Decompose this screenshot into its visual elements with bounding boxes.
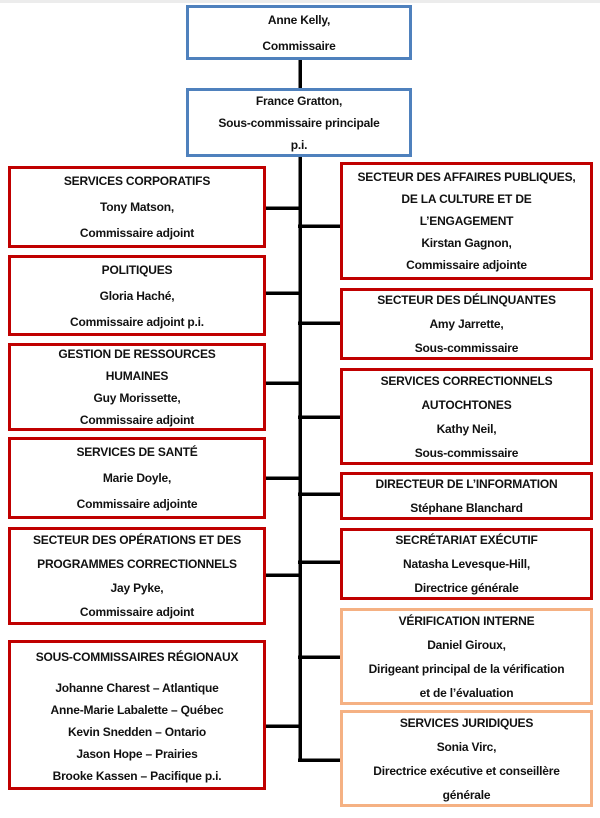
org-node-internal-audit: VÉRIFICATION INTERNE Daniel Giroux, Dirige…	[340, 608, 593, 705]
org-node-policy: POLITIQUES Gloria Haché, Commissaire adjoi…	[8, 255, 266, 336]
node-text-line: Kevin Snedden – Ontario	[67, 724, 207, 739]
node-text-line: SERVICES CORRECTIONNELS	[380, 373, 553, 388]
node-text-line: Stéphane Blanchard	[410, 501, 523, 515]
org-node-women-offenders: SECTEUR DES DÉLINQUANTES Amy Jarrette, Sou…	[340, 288, 593, 360]
node-text-line: DIRECTEUR DE L’INFORMATION	[375, 477, 558, 491]
node-text-line: Commissaire adjoint p.i.	[70, 314, 204, 329]
node-text-line: Directrice exécutive et conseillère	[373, 763, 560, 778]
node-text-line: Johanne Charest – Atlantique	[55, 680, 219, 695]
node-text-line: Commissaire	[262, 38, 336, 53]
node-text-line: Natasha Levesque-Hill,	[403, 557, 530, 571]
node-text-line: SERVICES CORPORATIFS	[63, 174, 211, 188]
node-text-line: Jay Pyke,	[110, 581, 164, 595]
node-text-line: SERVICES DE SANTÉ	[76, 445, 198, 459]
node-text-line: et de l’évaluation	[419, 685, 514, 700]
node-text-line: Anne Kelly,	[267, 12, 331, 27]
node-text-line: Sous-commissaire	[414, 341, 519, 355]
node-text-line: PROGRAMMES CORRECTIONNELS	[37, 557, 237, 571]
node-text-line: Kathy Neil,	[436, 421, 497, 436]
top-edge-strip	[0, 0, 600, 3]
node-text-line: SECTEUR DES AFFAIRES PUBLIQUES,	[357, 170, 576, 184]
org-node-senior-deputy-commissioner: France Gratton, Sous-commissaire principa…	[186, 88, 412, 157]
node-text-line: générale	[442, 787, 491, 802]
org-node-regional-deputy-commissioners: SOUS-COMMISSAIRES RÉGIONAUX Johanne Chare…	[8, 640, 266, 790]
node-text-line: Brooke Kassen – Pacifique p.i.	[52, 768, 222, 783]
org-node-public-affairs: SECTEUR DES AFFAIRES PUBLIQUES, DE LA CUL…	[340, 162, 593, 280]
node-text-line: Sous-commissaire	[414, 445, 519, 460]
node-text-line: Sonia Virc,	[436, 739, 497, 754]
node-text-line: DE LA CULTURE ET DE	[401, 192, 532, 206]
node-text-line: Commissaire adjoint	[79, 226, 195, 240]
org-node-health-services: SERVICES DE SANTÉ Marie Doyle, Commissaire…	[8, 437, 266, 519]
node-text-line: Sous-commissaire principale	[218, 115, 380, 130]
node-text-line: POLITIQUES	[101, 262, 173, 277]
org-node-human-resources: GESTION DE RESSOURCES HUMAINES Guy Morisse…	[8, 343, 266, 431]
node-text-line: AUTOCHTONES	[421, 397, 512, 412]
node-text-line: Marie Doyle,	[102, 471, 172, 485]
node-text-line: Commissaire adjoint	[79, 413, 195, 427]
org-node-commissioner: Anne Kelly, Commissaire	[186, 5, 412, 60]
node-text-line: Guy Morissette,	[93, 391, 181, 405]
node-text-line: Kirstan Gagnon,	[421, 236, 512, 250]
node-text-line: Commissaire adjoint	[79, 605, 195, 619]
node-text-line: SECTEUR DES OPÉRATIONS ET DES	[32, 533, 241, 547]
node-text-line: Anne-Marie Labalette – Québec	[50, 702, 224, 717]
org-node-indigenous-corrections: SERVICES CORRECTIONNELS AUTOCHTONES Kathy …	[340, 368, 593, 465]
node-text-line: Daniel Giroux,	[427, 637, 506, 652]
node-text-line: VÉRIFICATION INTERNE	[398, 613, 535, 628]
org-node-legal-services: SERVICES JURIDIQUES Sonia Virc, Directrice…	[340, 710, 593, 807]
node-text-line: SOUS-COMMISSAIRES RÉGIONAUX	[35, 649, 239, 664]
node-text-line: HUMAINES	[105, 369, 169, 383]
node-text-line: Jason Hope – Prairies	[76, 746, 198, 761]
node-text-line: Tony Matson,	[99, 200, 175, 214]
org-node-chief-information-officer: DIRECTEUR DE L’INFORMATION Stéphane Blanc…	[340, 472, 593, 520]
node-text-line: Commissaire adjointe	[406, 258, 527, 272]
org-node-corporate-services: SERVICES CORPORATIFS Tony Matson, Commissa…	[8, 166, 266, 248]
org-node-operations-programs: SECTEUR DES OPÉRATIONS ET DES PROGRAMMES …	[8, 527, 266, 625]
node-text-line: Directrice générale	[414, 581, 519, 595]
node-text-line: SECRÉTARIAT EXÉCUTIF	[395, 533, 538, 547]
node-text-line: Amy Jarrette,	[429, 317, 504, 331]
node-text-line: Dirigeant principal de la vérification	[368, 661, 565, 676]
node-text-line: L’ENGAGEMENT	[419, 214, 514, 228]
node-text-line: GESTION DE RESSOURCES	[58, 347, 216, 361]
node-text-line: p.i.	[290, 137, 308, 152]
node-text-line: Commissaire adjointe	[76, 497, 198, 511]
org-node-executive-secretariat: SECRÉTARIAT EXÉCUTIF Natasha Levesque-Hil…	[340, 528, 593, 600]
node-text-line: SERVICES JURIDIQUES	[399, 715, 534, 730]
node-text-line: France Gratton,	[255, 93, 343, 108]
node-text-line: SECTEUR DES DÉLINQUANTES	[377, 293, 556, 307]
node-text-line: Gloria Haché,	[99, 288, 175, 303]
